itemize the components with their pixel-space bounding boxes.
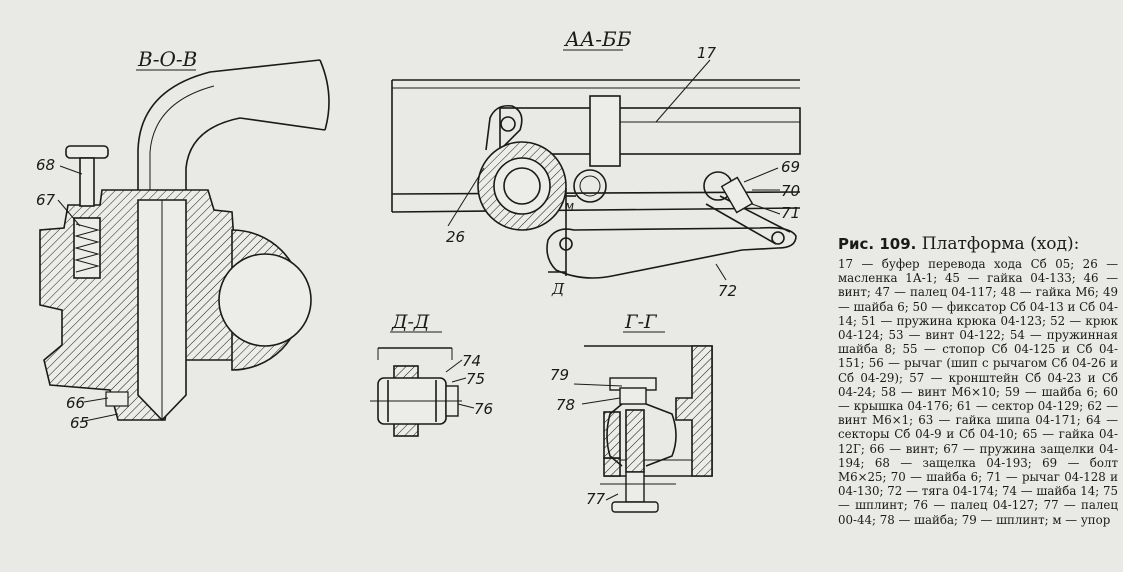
section-dd-drawing: Д-Д 74 75 76: [370, 311, 493, 437]
callout-17: 17: [697, 44, 717, 62]
callout-m: м: [565, 199, 574, 213]
section-mark-d: Д: [551, 280, 565, 298]
figure-title: Платформа (ход):: [921, 234, 1080, 254]
section-vov-drawing: В-О-В 68 67 66 65: [36, 47, 330, 432]
callout-70: 70: [781, 182, 800, 200]
section-title-vov: В-О-В: [137, 47, 197, 71]
callout-72: 72: [718, 282, 737, 300]
callout-78: 78: [556, 396, 575, 414]
figure-label: Рис. 109.: [838, 235, 917, 253]
callout-69: 69: [781, 158, 800, 176]
callout-65: 65: [70, 414, 89, 432]
figure-caption: Рис. 109. Платформа (ход): 17 — буфер пе…: [838, 233, 1118, 527]
callout-66: 66: [66, 394, 85, 412]
caption-legend-text: 17 — буфер перевода хода Сб 05; 26 — мас…: [838, 257, 1118, 527]
callout-74: 74: [462, 352, 481, 370]
callout-75: 75: [466, 370, 485, 388]
callout-67: 67: [36, 191, 56, 209]
caption-heading: Рис. 109. Платформа (ход):: [838, 233, 1118, 255]
callout-26: 26: [446, 228, 465, 246]
section-title-dd: Д-Д: [391, 311, 430, 333]
callout-76: 76: [474, 400, 493, 418]
section-title-aabb: АА-ББ: [563, 27, 632, 51]
callout-68: 68: [36, 156, 55, 174]
section-gg-drawing: Г-Г 79 78 77: [550, 311, 713, 513]
callout-79: 79: [550, 366, 569, 384]
callout-77: 77: [586, 490, 606, 508]
section-aabb-drawing: АА-ББ Д: [391, 27, 801, 300]
section-title-gg: Г-Г: [624, 311, 658, 333]
callout-71: 71: [781, 204, 800, 222]
